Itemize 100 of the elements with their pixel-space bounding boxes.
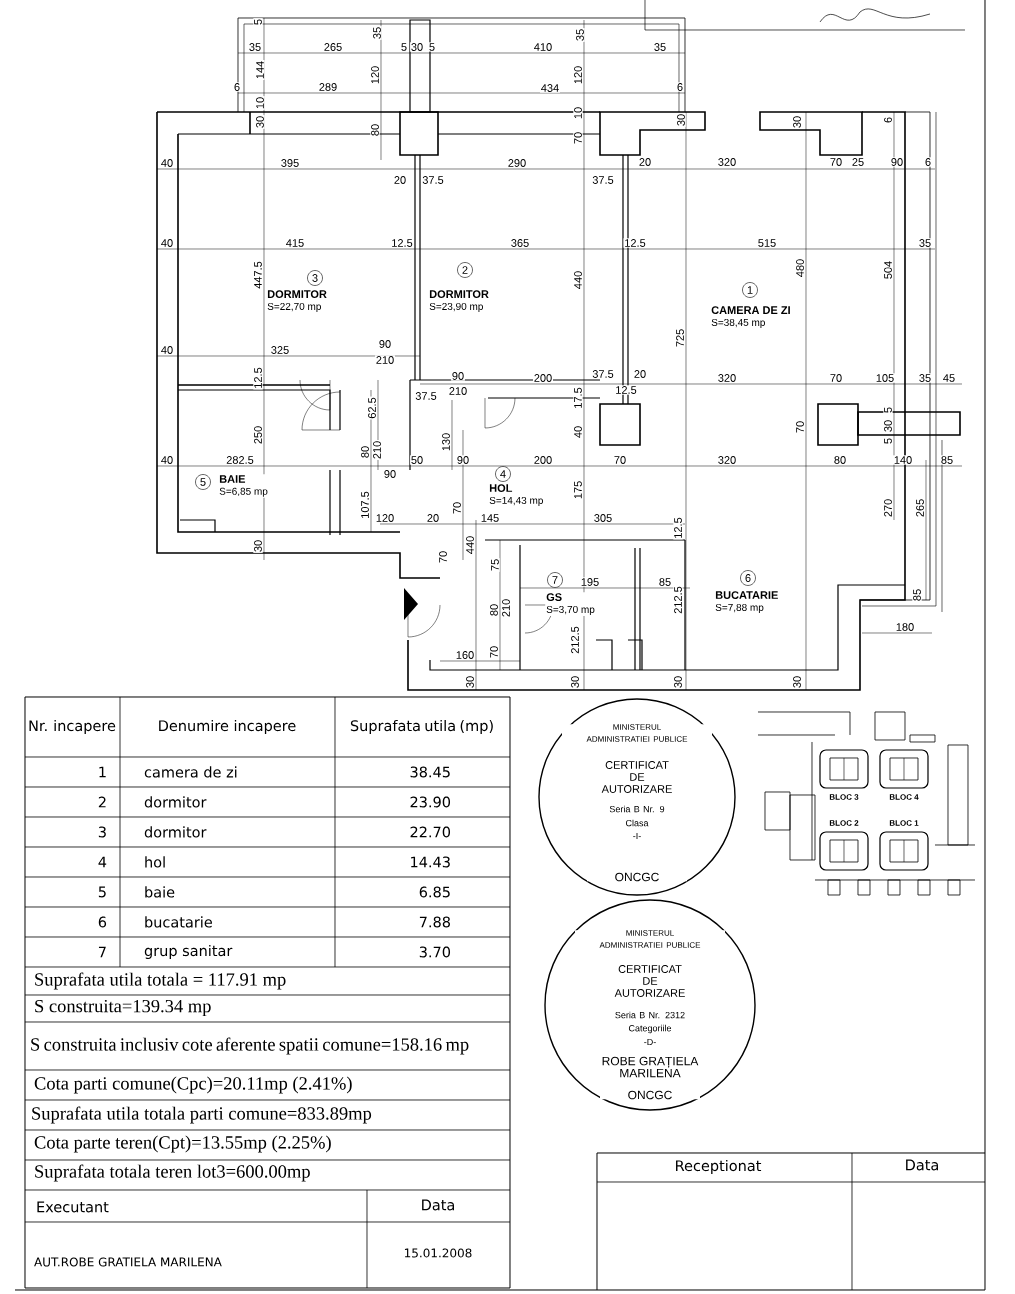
dimension-label: 70 (452, 501, 462, 515)
dimension-label: 37.5 (414, 391, 438, 401)
dimension-label: 40 (160, 238, 174, 248)
dimension-label: 40 (160, 455, 174, 465)
table-cell: 14.43 (411, 856, 450, 868)
room-label: BUCATARIE S=7,88 mp (714, 590, 780, 614)
dimension-label: 85 (658, 577, 672, 587)
dimension-label: 320 (717, 157, 737, 167)
table-cell: 22.70 (410, 826, 451, 838)
dimension-label: 85 (940, 455, 954, 465)
dimension-label: 415 (285, 238, 305, 248)
dimension-label: 12.5 (623, 238, 647, 248)
dimension-label: 320 (717, 373, 737, 383)
dimension-label: 20 (638, 157, 652, 167)
dimension-label: 70 (489, 645, 499, 659)
dimension-label: 504 (883, 260, 893, 280)
building-label: BLOC 3 (829, 794, 859, 800)
dimension-label: 6 (883, 116, 893, 124)
room-label: CAMERA DE ZI S=38,45 mp (710, 305, 792, 329)
dimension-label: 70 (829, 157, 843, 167)
dimension-label: 20 (633, 369, 647, 379)
dimension-label: 289 (318, 82, 338, 92)
dimension-label: 5 (428, 42, 436, 52)
table-cell: 38.45 (410, 766, 450, 778)
table-cell: Suprafata utila (mp) (350, 719, 493, 734)
dimension-label: 90 (383, 469, 397, 479)
dimension-label: 25 (851, 157, 865, 167)
table-cell: S construita inclusiv cote aferente spatii comune=158.16 mp (31, 1037, 469, 1055)
dimension-label: 35 (918, 238, 932, 248)
dimension-label: 120 (370, 65, 380, 85)
dimension-label: 50 (410, 455, 424, 465)
dimension-label: 70 (573, 131, 583, 145)
stamp: MINISTERUL ADMINISTRATIEI PUBLICE CERTIFICAT DE AUTORIZARE Seria B Nr. 2312 Categoriile -D- ROBE GRAȚIELA MARILENA ONCGC (544, 899, 756, 1111)
dimension-label: 35 (575, 28, 585, 42)
stamp: MINISTERUL ADMINISTRATIEI PUBLICE CERTIFICAT DE AUTORIZARE Seria B Nr. 9 Clasa -I- ONCGC (538, 698, 736, 896)
dimension-label: 80 (489, 603, 499, 617)
dimension-label: 37.5 (591, 175, 615, 185)
dimension-label: 325 (270, 345, 290, 355)
room-number: 1 (742, 282, 758, 298)
dimension-label: 270 (883, 498, 893, 518)
dimension-label: 440 (573, 270, 583, 290)
dimension-label: 210 (375, 355, 395, 365)
dimension-label: 144 (255, 60, 265, 80)
table-cell: 3.70 (419, 946, 451, 958)
table-cell: Cota parte teren(Cpt)=13.55mp (2.25%) (34, 1135, 331, 1153)
dimension-label: 212.5 (673, 585, 683, 615)
dimension-label: 6 (924, 157, 932, 167)
room-number: 4 (495, 466, 511, 482)
building-label: BLOC 1 (889, 820, 919, 826)
dimension-label: 30 (410, 42, 424, 52)
dimension-label: 195 (580, 577, 600, 587)
dimension-label: 70 (829, 373, 843, 383)
dimension-label: 45 (942, 373, 956, 383)
table-cell: camera de zi (144, 766, 237, 778)
table-cell: bucatarie (145, 916, 212, 928)
dimension-label: 75 (490, 558, 500, 572)
room-number: 6 (740, 570, 756, 586)
table-cell: S construita=139.34 mp (35, 999, 211, 1017)
table-cell: 15.01.2008 (404, 1248, 472, 1258)
dimension-label: 290 (507, 158, 527, 168)
dimension-label: 5 (400, 42, 408, 52)
dimension-label: 80 (360, 445, 370, 459)
dimension-label: 200 (533, 455, 553, 465)
dimension-label: 90 (456, 455, 470, 465)
dimension-label: 6 (233, 82, 241, 92)
dimension-label: 10 (573, 106, 583, 120)
room-label: BAIE S=6,85 mp (218, 474, 269, 498)
dimension-label: 140 (893, 455, 913, 465)
dimension-label: 725 (675, 328, 685, 348)
dimension-label: 212.5 (570, 625, 580, 655)
dimension-label: 12.5 (390, 238, 414, 248)
dimension-label: 120 (375, 513, 395, 523)
dimension-label: 10 (255, 96, 265, 110)
table-cell: Receptionat (676, 1159, 762, 1174)
dimension-label: 410 (533, 42, 553, 52)
dimension-label: 37.5 (591, 369, 615, 379)
dimension-label: 12.5 (673, 516, 683, 540)
table-cell: 1 (99, 766, 106, 778)
table-cell: AUT.ROBE GRATIELA MARILENA (34, 1257, 222, 1267)
dimension-label: 90 (890, 157, 904, 167)
table-cell: dormitor (144, 796, 207, 808)
room-number: 2 (457, 262, 473, 278)
dimension-label: 265 (915, 498, 925, 518)
dimension-label: 515 (757, 238, 777, 248)
table-cell: Nr. incapere (29, 719, 116, 734)
dimension-label: 434 (540, 83, 560, 93)
dimension-label: 35 (653, 42, 667, 52)
dimension-label: 105 (875, 373, 895, 383)
dimension-label: 180 (895, 622, 915, 632)
room-label: HOL S=14,43 mp (488, 483, 545, 507)
table-cell: hol (145, 856, 165, 868)
dimension-label: 37.5 (421, 175, 445, 185)
room-label: GS S=3,70 mp (545, 592, 596, 616)
building-label: BLOC 4 (889, 794, 919, 800)
dimension-label: 30 (253, 539, 263, 553)
dimension-label: 30 (255, 115, 265, 129)
table-cell: 6 (98, 916, 107, 928)
dimension-label: 5 (883, 406, 893, 414)
dimension-label: 70 (795, 420, 805, 434)
dimension-label: 40 (160, 158, 174, 168)
